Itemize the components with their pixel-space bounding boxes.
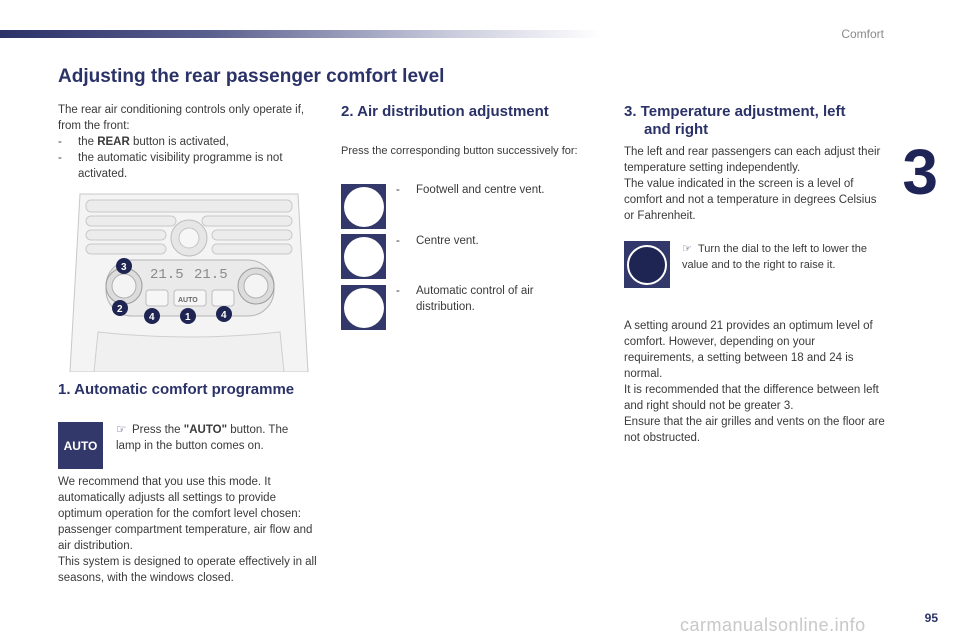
heading-temperature-adjustment: 3. Temperature adjustment, left and righ… bbox=[624, 103, 846, 138]
press-auto-instruction: ☞Press the "AUTO" button. The lamp in th… bbox=[116, 424, 289, 452]
callout-3: 3 bbox=[121, 262, 127, 273]
heading-automatic-comfort: 1. Automatic comfort programme bbox=[58, 381, 295, 398]
auto-button-icon: AUTO bbox=[58, 422, 103, 469]
temperature-description: The left and rear passengers can each ad… bbox=[624, 146, 881, 222]
header-gradient-bar bbox=[0, 30, 600, 38]
automatic-mode-description: We recommend that you use this mode. It … bbox=[58, 476, 317, 584]
panel-display-right: 21.5 bbox=[194, 267, 228, 283]
pointing-hand-icon: ☞ bbox=[116, 424, 127, 436]
panel-display-left: 21.5 bbox=[150, 267, 184, 283]
chapter-number: 3 bbox=[902, 136, 938, 208]
callout-1: 1 bbox=[185, 312, 191, 323]
callout-2: 2 bbox=[117, 304, 123, 315]
section-label: Comfort bbox=[841, 27, 884, 41]
intro-lead: The rear air conditioning controls only … bbox=[58, 104, 305, 132]
automatic-distribution-icon bbox=[341, 285, 386, 330]
temperature-dial-icon bbox=[624, 241, 670, 288]
pointing-hand-icon: ☞ bbox=[682, 243, 692, 255]
auto-label: "AUTO" bbox=[183, 424, 228, 436]
distribution-item-footwell: -Footwell and centre vent. bbox=[396, 184, 545, 196]
temperature-recommendations: A setting around 21 provides an optimum … bbox=[624, 320, 885, 444]
panel-auto-label: AUTO bbox=[178, 297, 198, 304]
intro-bullet-rear: - the REAR button is activated, bbox=[58, 136, 229, 148]
rear-control-panel-illustration: 21.5 21.5 AUTO 3 2 4 1 4 bbox=[62, 192, 316, 372]
rear-label: REAR bbox=[97, 136, 130, 148]
page-title: Adjusting the rear passenger comfort lev… bbox=[58, 66, 445, 87]
callout-4-left: 4 bbox=[149, 312, 155, 323]
watermark: carmanualsonline.info bbox=[680, 615, 866, 635]
air-distribution-intro: Press the corresponding button successiv… bbox=[341, 145, 578, 157]
heading-air-distribution: 2. Air distribution adjustment bbox=[341, 103, 549, 120]
dial-instruction: ☞Turn the dial to the left to lower the … bbox=[682, 243, 867, 271]
page-number: 95 bbox=[924, 611, 938, 625]
intro-text: The rear air conditioning controls only … bbox=[58, 102, 318, 182]
distribution-item-centre: -Centre vent. bbox=[396, 235, 479, 247]
distribution-item-automatic: -Automatic control of air distribution. bbox=[396, 285, 534, 313]
intro-bullet-visibility: - the automatic visibility programme is … bbox=[58, 152, 283, 180]
footwell-centre-vent-icon bbox=[341, 184, 386, 229]
callout-4-right: 4 bbox=[221, 310, 227, 321]
centre-vent-icon bbox=[341, 234, 386, 279]
